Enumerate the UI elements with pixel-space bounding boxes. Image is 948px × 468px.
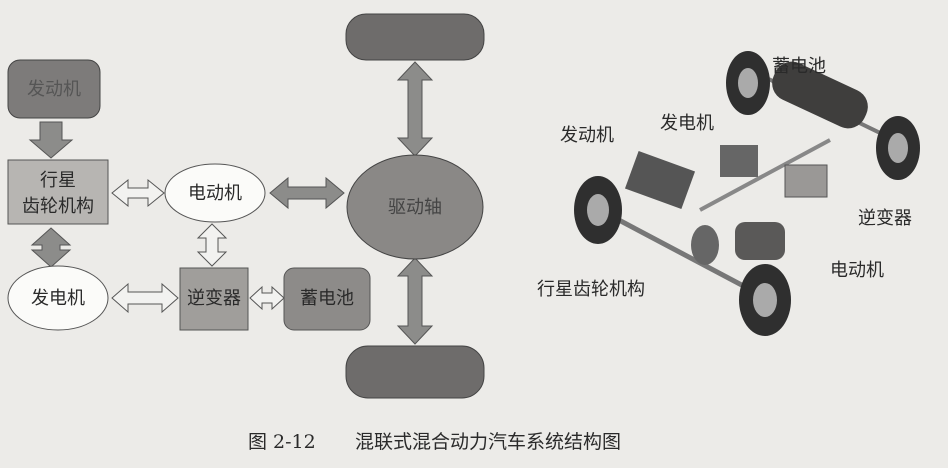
illus-engine-label: 发动机 [560, 125, 614, 146]
inverter-label: 逆变器 [187, 288, 241, 309]
figure-number: 图 2-12 [248, 431, 316, 453]
engine-box [7, 59, 101, 119]
battery-label: 蓄电池 [300, 288, 354, 309]
planetary-gear-label-1: 行星 [40, 170, 76, 191]
gear-set [691, 225, 719, 265]
illus-inverter-label: 逆变器 [858, 208, 912, 229]
wheels [574, 51, 920, 336]
drive-shaft-node [346, 154, 484, 260]
arrow-gear-generator [30, 227, 72, 268]
generator-unit [720, 145, 758, 177]
arrow-generator-inverter [111, 282, 179, 314]
motor-unit [735, 222, 785, 260]
illus-motor-label: 电动机 [830, 260, 884, 281]
planetary-gear-label-2: 齿轮机构 [22, 196, 94, 217]
arrow-driveshaft-top-wheel [396, 61, 434, 157]
inverter-box [179, 267, 249, 331]
battery-pack [772, 61, 868, 129]
bottom-wheel [345, 345, 485, 399]
illus-generator-label: 发电机 [660, 113, 714, 134]
arrow-motor-inverter [196, 223, 228, 267]
arrow-gear-motor [111, 178, 165, 208]
figure-caption: 混联式混合动力汽车系统结构图 [355, 431, 621, 453]
arrow-engine-to-gear [28, 121, 74, 159]
motor-label: 电动机 [188, 183, 242, 204]
battery-box [283, 267, 371, 331]
arrow-inverter-battery [249, 285, 285, 311]
top-wheel [345, 13, 485, 61]
illus-battery-label: 蓄电池 [772, 56, 826, 77]
motor-node [164, 163, 266, 223]
chassis-illustration: 蓄电池 发动机 发电机 逆变器 电动机 行星齿轮机构 [537, 51, 920, 336]
generator-node [7, 265, 109, 331]
engine-label: 发动机 [27, 79, 81, 100]
inverter-unit [784, 164, 828, 198]
drive-shaft-label: 驱动轴 [388, 197, 442, 218]
arrow-motor-driveshaft [269, 176, 345, 210]
schematic: 发动机 行星 齿轮机构 电动机 发电机 逆变器 蓄电池 驱动轴 [7, 13, 485, 399]
illus-planetary-gear-label: 行星齿轮机构 [537, 279, 645, 300]
generator-label: 发电机 [31, 288, 85, 309]
engine-block [624, 150, 696, 210]
planetary-gear-box [7, 159, 109, 225]
arrow-driveshaft-bottom-wheel [396, 257, 434, 345]
